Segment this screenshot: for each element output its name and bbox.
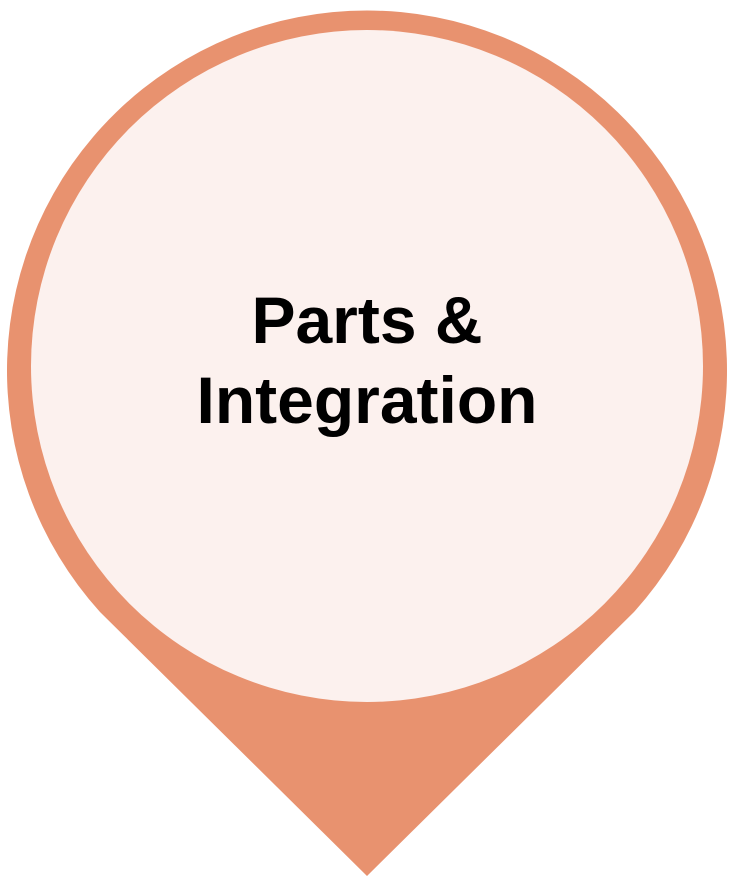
- pin-inner-circle: [31, 30, 703, 702]
- pin-title-line2: Integration: [196, 363, 538, 437]
- pin-label: Parts & Integration: [117, 280, 617, 440]
- pin-title-line1: Parts &: [251, 283, 483, 357]
